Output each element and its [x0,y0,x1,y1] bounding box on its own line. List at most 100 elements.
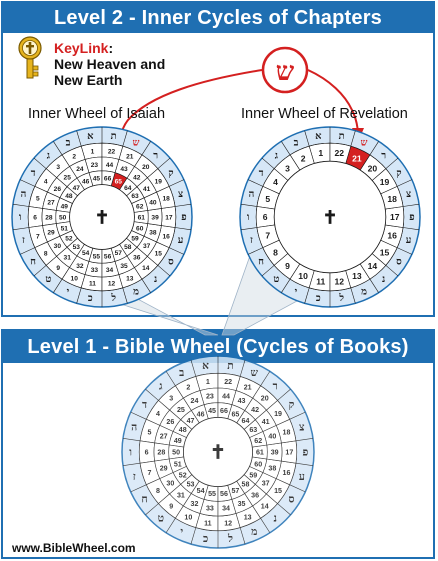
hebrew-letter: ח [258,256,264,267]
chapter-number: 21 [126,154,134,161]
chapter-number: 63 [131,193,139,200]
chapter-number: 11 [316,276,325,286]
chapter-number: 11 [89,281,96,288]
chapter-number: 48 [179,426,187,434]
chapter-number: 23 [91,162,99,169]
chapter-number: 36 [251,491,259,499]
letter-divider [12,203,29,207]
chapter-number: 61 [138,214,146,221]
chapter-number: 12 [224,519,232,527]
chapter-number: 54 [197,487,205,495]
chapter-number: 21 [352,153,362,163]
hebrew-letter: ה [21,189,27,200]
letter-divider [130,484,147,493]
hebrew-letter: ט [273,274,279,285]
shin-badge [261,46,309,94]
letter-divider [122,462,141,466]
chapter-number: 8 [156,487,160,495]
hebrew-letter: ז [250,235,253,246]
chapter-number: 34 [106,267,114,274]
chapter-number: 36 [133,255,141,262]
chapter-number: 7 [148,469,152,477]
chapter-number: 5 [265,194,270,204]
chapter-number: 15 [155,251,163,258]
chapter-number: 45 [93,176,101,183]
chapter-number: 19 [380,177,390,187]
chapter-number: 65 [115,179,123,186]
chapter-number: 28 [45,214,53,221]
hebrew-letter: ע [406,235,412,246]
site-url: www.BibleWheel.com [12,541,136,555]
chapter-number: 37 [143,243,151,250]
letter-divider [76,287,82,304]
hebrew-letter: ע [178,235,184,246]
chapter-number: 55 [208,490,216,498]
chapter-number: 54 [82,250,90,257]
hebrew-letter: פ [181,212,186,223]
hebrew-letter: ו [19,212,22,223]
letter-divider [304,287,310,304]
letter-divider [130,411,147,420]
letter-divider [240,203,257,207]
chapter-number: 12 [334,276,344,286]
letter-divider [190,359,197,377]
chapter-number: 49 [174,437,182,445]
chapter-number: 47 [73,185,81,192]
hebrew-letter: ה [131,422,137,434]
letter-divider [260,371,271,386]
letter-divider [295,438,314,442]
hebrew-letter: ל [227,533,233,545]
chapter-number: 64 [124,185,132,192]
letter-divider [260,518,271,533]
hebrew-letter: ש [251,367,259,379]
hebrew-letter: ק [168,168,173,179]
hebrew-letter: ג [47,150,50,161]
letter-divider [385,265,399,277]
chapter-number: 57 [115,250,123,257]
letter-divider [369,278,379,293]
hebrew-letter: ל [338,292,344,304]
hebrew-letter: ד [259,168,264,179]
letter-divider [165,518,176,533]
hebrew-letter: י [67,287,70,298]
chapter-number: 19 [155,178,163,185]
cross-icon: ✝ [94,207,109,228]
chapter-number: 28 [157,449,165,457]
chapter-number: 12 [108,281,116,288]
hebrew-letter: ג [275,150,278,161]
letter-divider [141,278,151,293]
chapter-number: 64 [242,417,250,425]
hebrew-letter: ס [396,256,402,267]
chapter-number: 3 [169,395,173,403]
keylink-caption: KeyLink: New Heaven and New Earth [54,40,165,88]
chapter-number: 34 [222,505,230,513]
letter-divider [145,388,159,401]
chapter-number: 37 [262,479,270,487]
letter-divider [397,247,412,255]
letter-divider [403,203,420,207]
chapter-number: 17 [390,212,400,222]
letter-divider [145,503,159,516]
chapter-number: 39 [271,449,279,457]
chapter-number: 14 [368,261,378,271]
chapter-number: 33 [206,505,214,513]
chapter-number: 21 [244,384,252,392]
chapter-number: 14 [261,503,269,511]
chapter-number: 18 [387,194,397,204]
chapter-number: 49 [61,203,69,210]
letter-divider [190,527,197,545]
letter-divider [76,130,82,147]
letter-divider [157,265,171,277]
chapter-number: 40 [268,433,276,441]
hebrew-letter: י [295,287,298,298]
shin-letter: ש [276,57,295,87]
letter-divider [239,527,246,545]
chapter-number: 42 [133,174,141,181]
chapter-number: 4 [156,410,160,418]
hebrew-letter: ל [110,292,116,304]
hebrew-letter: א [87,131,94,142]
letter-divider [277,388,291,401]
keylink-colon: : [108,40,114,56]
letter-divider [175,227,192,231]
